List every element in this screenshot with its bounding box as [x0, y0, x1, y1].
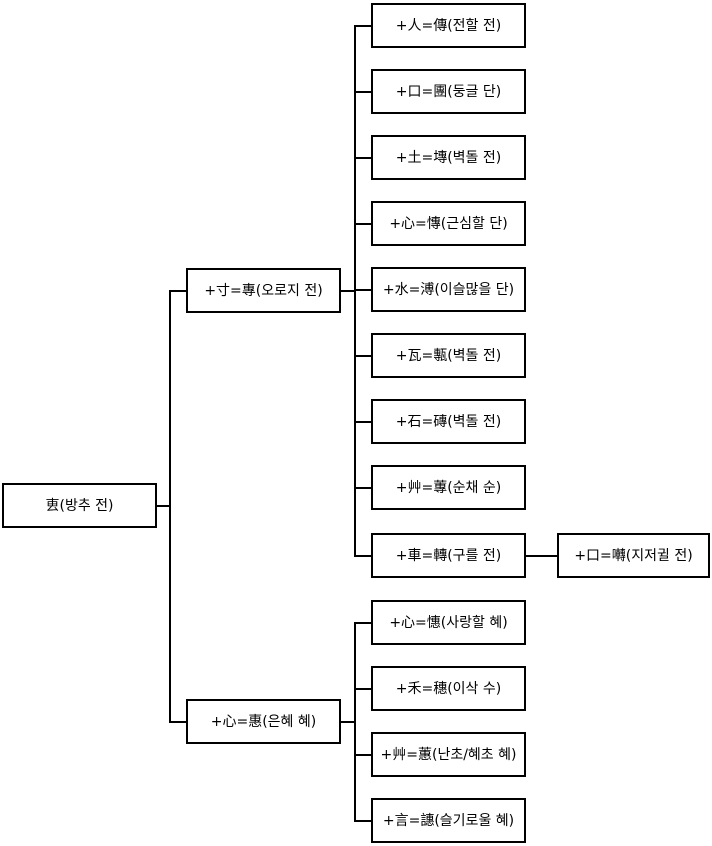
node-jeon-child-1[interactable]: +人=傳(전할 전)	[371, 3, 526, 48]
node-jeon-child-9[interactable]: +車=轉(구를 전)	[371, 533, 526, 578]
node-jeon-child-4-label: +心=慱(근심할 단)	[389, 215, 508, 232]
node-jeon-child-9-label: +車=轉(구를 전)	[395, 547, 502, 564]
edge-jeon-child-8	[354, 487, 372, 489]
edge-jeon-children-trunk	[354, 25, 356, 557]
edge-hye-child-1	[354, 622, 372, 624]
edge-jeon-child-1	[354, 25, 372, 27]
node-hye-child-2-label: +禾=穗(이삭 수)	[395, 680, 502, 697]
node-hye-child-1-label: +心=憓(사랑할 혜)	[389, 614, 508, 631]
edge-jeon-child-2	[354, 91, 372, 93]
node-jeon-child-8-label: +艸=蓴(순채 순)	[395, 479, 502, 496]
node-jeon-child-2[interactable]: +口=團(둥글 단)	[371, 69, 526, 114]
edge-jeon-grandchild-1	[525, 555, 558, 557]
edge-hye-stub	[341, 721, 356, 723]
node-jeon-label: +寸=專(오로지 전)	[204, 282, 323, 299]
node-hye[interactable]: +心=惠(은혜 혜)	[186, 699, 341, 744]
node-jeon-grandchild-1[interactable]: +口=囀(지저귈 전)	[557, 533, 710, 578]
edge-trunk-to-jeon	[169, 290, 187, 292]
edge-jeon-child-6	[354, 355, 372, 357]
node-jeon-child-5[interactable]: +水=溥(이슬많을 단)	[371, 267, 526, 312]
node-jeon-child-7-label: +石=磚(벽돌 전)	[395, 413, 502, 430]
node-hye-label: +心=惠(은혜 혜)	[210, 713, 317, 730]
edge-jeon-stub	[341, 290, 356, 292]
node-jeon[interactable]: +寸=專(오로지 전)	[186, 268, 341, 313]
node-jeon-child-6[interactable]: +瓦=甎(벽돌 전)	[371, 333, 526, 378]
edge-jeon-child-5	[354, 289, 372, 291]
node-hye-child-2[interactable]: +禾=穗(이삭 수)	[371, 666, 526, 711]
node-hye-child-3-label: +艸=蕙(난초/혜초 혜)	[380, 746, 517, 763]
edge-jeon-child-3	[354, 157, 372, 159]
node-jeon-grandchild-1-label: +口=囀(지저귈 전)	[574, 547, 693, 564]
node-jeon-child-4[interactable]: +心=慱(근심할 단)	[371, 201, 526, 246]
edge-root-stub	[157, 505, 171, 507]
node-jeon-child-7[interactable]: +石=磚(벽돌 전)	[371, 399, 526, 444]
node-jeon-child-3-label: +土=塼(벽돌 전)	[395, 149, 502, 166]
node-hye-child-1[interactable]: +心=憓(사랑할 혜)	[371, 600, 526, 645]
edge-jeon-child-4	[354, 223, 372, 225]
node-hye-child-3[interactable]: +艸=蕙(난초/혜초 혜)	[371, 732, 526, 777]
edge-hye-child-3	[354, 754, 372, 756]
node-root-label: 叀(방추 전)	[45, 497, 114, 514]
edge-level1-trunk	[169, 290, 171, 723]
node-jeon-child-5-label: +水=溥(이슬많을 단)	[382, 281, 515, 298]
node-jeon-child-3[interactable]: +土=塼(벽돌 전)	[371, 135, 526, 180]
edge-hye-children-trunk	[354, 622, 356, 821]
node-jeon-child-8[interactable]: +艸=蓴(순채 순)	[371, 465, 526, 510]
node-jeon-child-1-label: +人=傳(전할 전)	[395, 17, 502, 34]
edge-hye-child-2	[354, 688, 372, 690]
edge-trunk-to-hye	[169, 721, 187, 723]
node-hye-child-4[interactable]: +言=譓(슬기로울 혜)	[371, 798, 526, 843]
node-jeon-child-2-label: +口=團(둥글 단)	[395, 83, 502, 100]
edge-jeon-child-9	[354, 555, 372, 557]
edge-jeon-child-7	[354, 421, 372, 423]
node-root[interactable]: 叀(방추 전)	[2, 483, 157, 528]
node-jeon-child-6-label: +瓦=甎(벽돌 전)	[395, 347, 502, 364]
edge-hye-child-4	[354, 820, 372, 822]
node-hye-child-4-label: +言=譓(슬기로울 혜)	[382, 812, 515, 829]
